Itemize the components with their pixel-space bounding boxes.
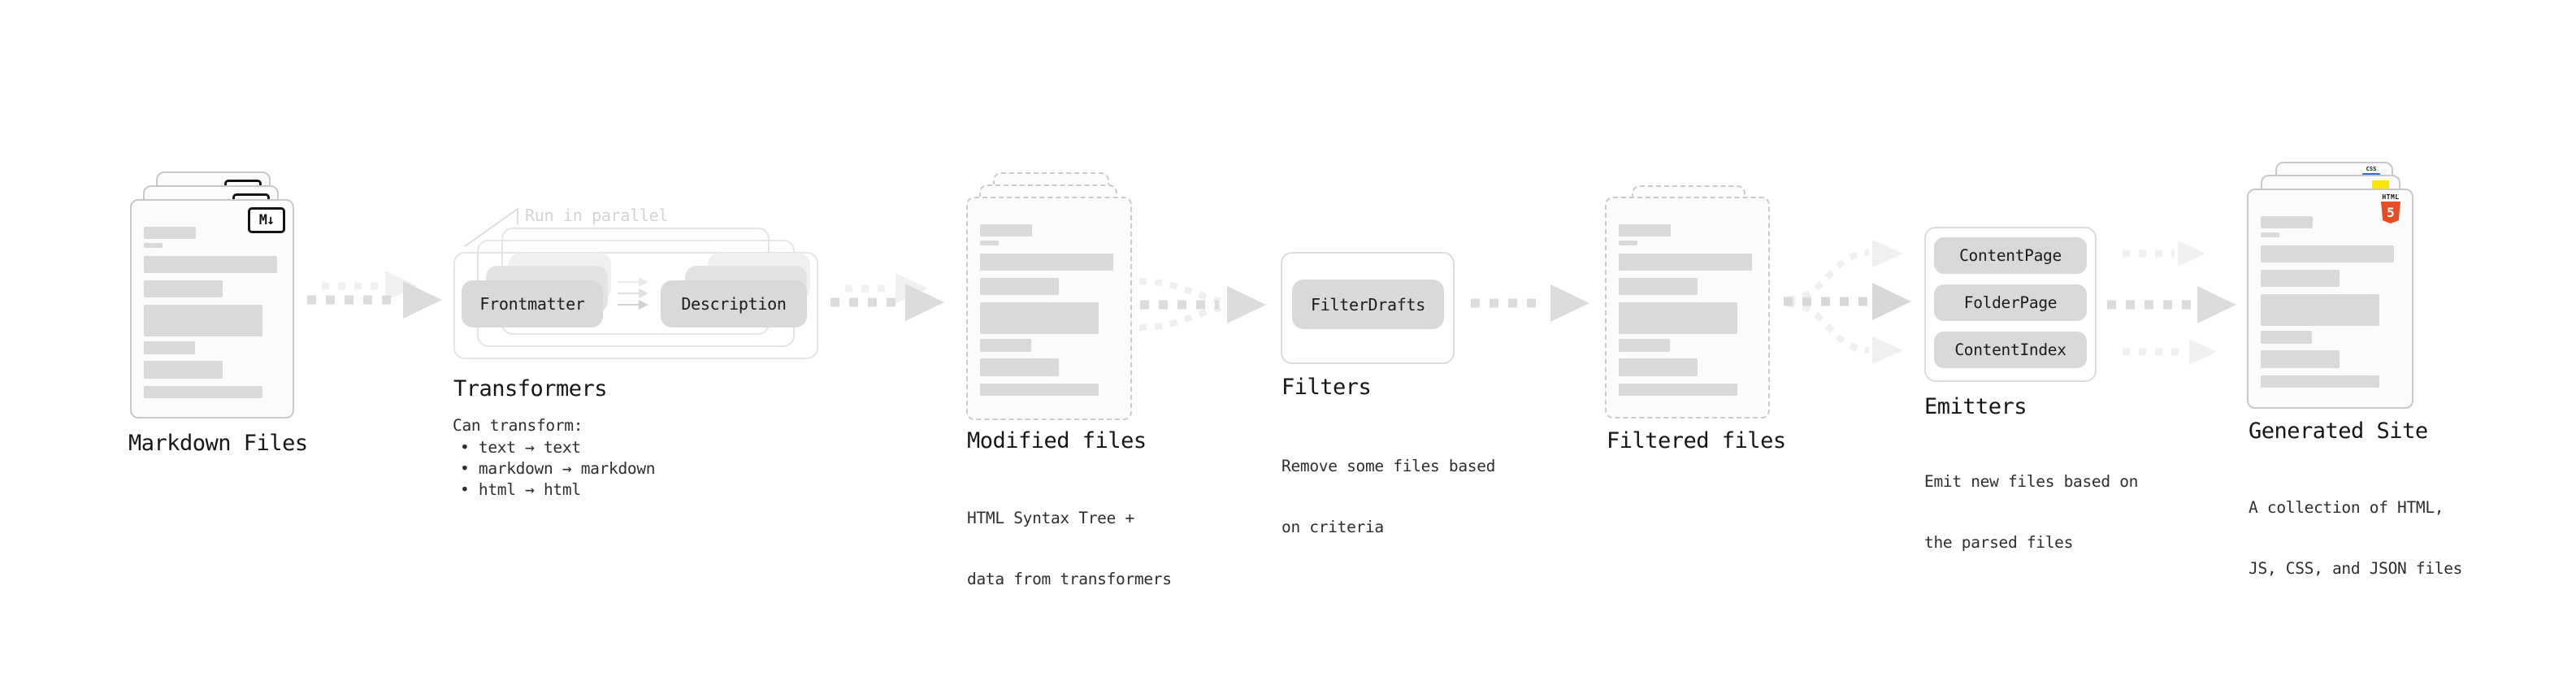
transformers-bullet: • html → html xyxy=(460,480,581,499)
desc-line: data from transformers xyxy=(967,570,1172,588)
transformers-bullet: • text → text xyxy=(460,438,581,457)
emitters-desc: Emit new files based on the parsed files xyxy=(1924,431,2138,593)
text-line-bar xyxy=(980,339,1031,352)
transformers-bullet: • markdown → markdown xyxy=(460,459,656,478)
text-line-bar xyxy=(980,278,1059,295)
text-line-bar xyxy=(1619,278,1698,295)
html5-icon: HTML 5 xyxy=(2380,193,2401,223)
text-line-bar xyxy=(980,241,999,245)
text-line-bar xyxy=(1619,302,1737,334)
arrow-modified-to-filters-merge xyxy=(1138,278,1266,331)
desc-line: on criteria xyxy=(1281,518,1384,536)
folderpage-pill: FolderPage xyxy=(1934,284,2087,321)
text-line-bar xyxy=(144,386,262,398)
arrow-filters-to-filtered xyxy=(1471,284,1589,322)
filterdrafts-pill: FilterDrafts xyxy=(1292,280,1444,329)
desc-line: HTML Syntax Tree + xyxy=(967,509,1134,527)
text-line-bar xyxy=(1619,224,1671,236)
transformer-layer-front xyxy=(453,252,818,359)
transformers-desc-heading: Can transform: xyxy=(453,416,583,435)
markdown-file-card-front: M↓ xyxy=(130,199,294,419)
text-line-bar xyxy=(980,358,1059,376)
text-line-bar xyxy=(144,305,262,336)
text-line-bar xyxy=(2261,375,2379,388)
css-icon-underline xyxy=(2362,173,2380,176)
emitters-label: Emitters xyxy=(1924,394,2027,419)
arrow-filtered-to-emitters-fanout xyxy=(1784,240,1911,364)
desc-line: the parsed files xyxy=(1924,533,2074,552)
text-line-bar xyxy=(2261,245,2394,262)
text-line-bar xyxy=(144,243,163,248)
text-line-bar xyxy=(144,280,223,297)
html5-icon-label: HTML xyxy=(2382,193,2400,201)
filters-label: Filters xyxy=(1281,375,1372,400)
css-icon: CSS xyxy=(2362,167,2380,176)
desc-line: A collection of HTML, xyxy=(2249,498,2444,517)
text-line-bar xyxy=(1619,358,1698,376)
arrow-transformers-to-modified xyxy=(830,273,944,321)
desc-line: Emit new files based on xyxy=(1924,472,2139,491)
generated-site-desc: A collection of HTML, JS, CSS, and JSON … xyxy=(2249,457,2462,619)
filtered-files-label: Filtered files xyxy=(1607,428,1786,453)
text-line-bar xyxy=(1619,241,1637,245)
text-line-bar xyxy=(2261,331,2312,344)
filtered-file-card-front xyxy=(1605,197,1770,419)
html5-icon-number: 5 xyxy=(2387,205,2395,220)
frontmatter-pill: Frontmatter xyxy=(462,280,603,327)
modified-file-card-front xyxy=(966,197,1132,420)
text-line-bar xyxy=(2261,216,2313,228)
markdown-icon: M↓ xyxy=(248,207,285,233)
run-in-parallel-callout: Run in parallel xyxy=(525,206,669,225)
text-line-bar xyxy=(2261,294,2379,326)
text-line-bar xyxy=(1619,384,1737,396)
text-line-bar xyxy=(980,384,1099,396)
modified-files-label: Modified files xyxy=(967,428,1147,453)
filters-desc: Remove some files based on criteria xyxy=(1281,415,1495,578)
generated-file-card-front: HTML 5 xyxy=(2247,189,2413,409)
arrow-markdown-to-transformers xyxy=(307,271,442,319)
text-line-bar xyxy=(144,361,223,379)
text-line-bar xyxy=(980,224,1032,236)
modified-files-desc: HTML Syntax Tree + data from transformer… xyxy=(967,467,1172,630)
text-line-bar xyxy=(1619,254,1752,271)
contentindex-pill: ContentIndex xyxy=(1934,332,2087,368)
css-icon-label: CSS xyxy=(2366,166,2377,172)
transformers-label: Transformers xyxy=(453,376,608,401)
html5-icon-shield: 5 xyxy=(2381,202,2400,223)
text-line-bar xyxy=(2261,270,2340,287)
markdown-files-label: Markdown Files xyxy=(128,431,308,456)
arrow-emitters-to-generated xyxy=(2107,241,2236,365)
desc-line: Remove some files based xyxy=(1281,457,1496,475)
generated-site-label: Generated Site xyxy=(2249,419,2428,444)
text-line-bar xyxy=(1619,339,1670,352)
text-line-bar xyxy=(2261,350,2340,368)
text-line-bar xyxy=(980,254,1113,271)
desc-line: JS, CSS, and JSON files xyxy=(2249,559,2463,578)
text-line-bar xyxy=(980,302,1099,334)
description-pill: Description xyxy=(661,280,807,327)
contentpage-pill: ContentPage xyxy=(1934,237,2087,274)
text-line-bar xyxy=(2261,232,2279,237)
text-line-bar xyxy=(144,341,195,354)
js-icon xyxy=(2372,180,2389,190)
text-line-bar xyxy=(144,256,277,273)
text-line-bar xyxy=(144,227,196,239)
